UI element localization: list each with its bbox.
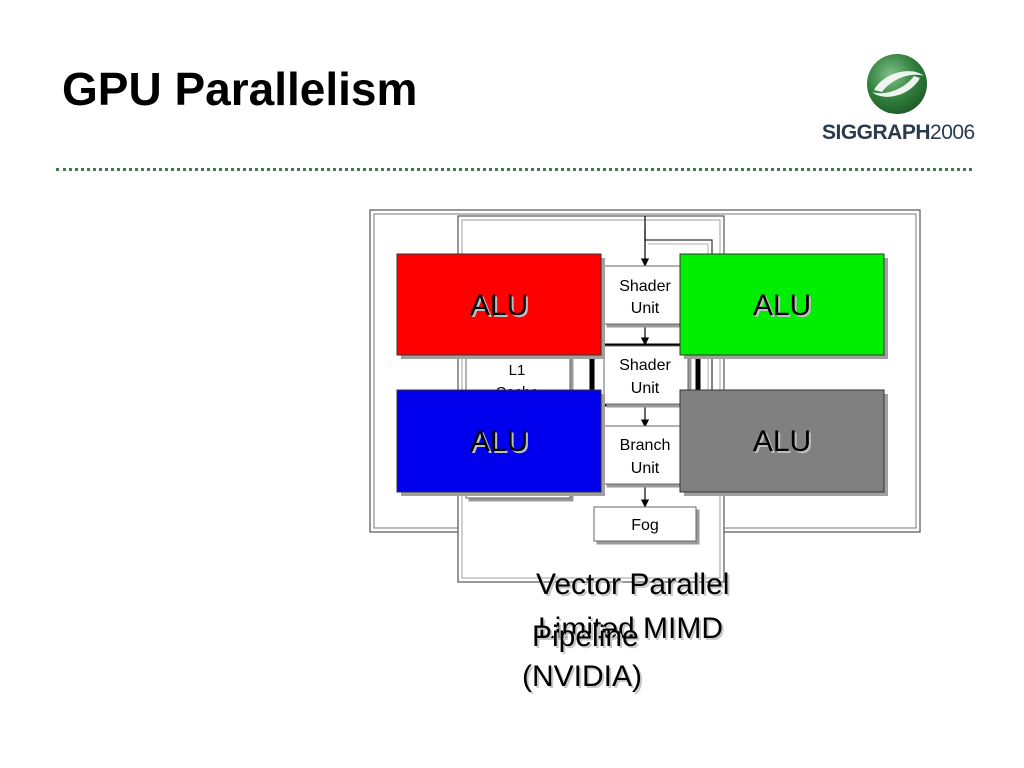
alu-red-label-shadow: ALU <box>472 291 530 324</box>
alu-blue-label-shadow: ALU <box>472 427 530 460</box>
siggraph-logo: SIGGRAPH2006 <box>812 52 982 152</box>
caption-nvidia: (NVIDIA) <box>522 660 642 693</box>
alu-green-box <box>679 253 885 356</box>
caption-vector-parallel: Vector Parallel <box>536 568 730 601</box>
alu-red-box <box>396 253 602 356</box>
alu-blue-label: ALU <box>470 425 528 458</box>
l1-cache-label-1: L1 <box>509 362 526 379</box>
shader-unit-2-label-2: Unit <box>631 380 660 397</box>
shader-unit-1-label-2: Unit <box>631 300 660 317</box>
alu-gray-box <box>679 389 885 493</box>
caption-limited-mimd: Limited MIMD <box>538 612 724 645</box>
branch-unit-box <box>603 425 689 485</box>
branch-unit-label-2: Unit <box>631 460 660 477</box>
alu-gray-label-shadow: ALU <box>755 427 813 460</box>
alu-red-label: ALU <box>470 289 528 322</box>
branch-unit-label-1: Branch <box>620 437 671 454</box>
siggraph-wordmark: SIGGRAPH2006 <box>822 121 975 144</box>
slide-title: GPU Parallelism <box>62 63 418 115</box>
diagram-caption: Vector Parallel Limited MIMD Pipeline (N… <box>520 570 760 700</box>
shader-unit-2-box <box>603 345 689 405</box>
alu-green-label-shadow: ALU <box>755 291 813 324</box>
alu-gray-label: ALU <box>753 425 811 458</box>
shader-unit-2-label-1: Shader <box>619 357 671 374</box>
caption-pipeline: Pipeline <box>532 620 639 653</box>
fog-label: Fog <box>631 517 659 534</box>
shader-unit-1-label-1: Shader <box>619 278 671 295</box>
alu-green-label: ALU <box>753 289 811 322</box>
title-divider <box>56 168 972 171</box>
shader-unit-1-box <box>603 265 689 325</box>
siggraph-swirl-icon <box>867 54 927 114</box>
alu-blue-box <box>396 389 602 493</box>
fog-box <box>593 506 697 542</box>
